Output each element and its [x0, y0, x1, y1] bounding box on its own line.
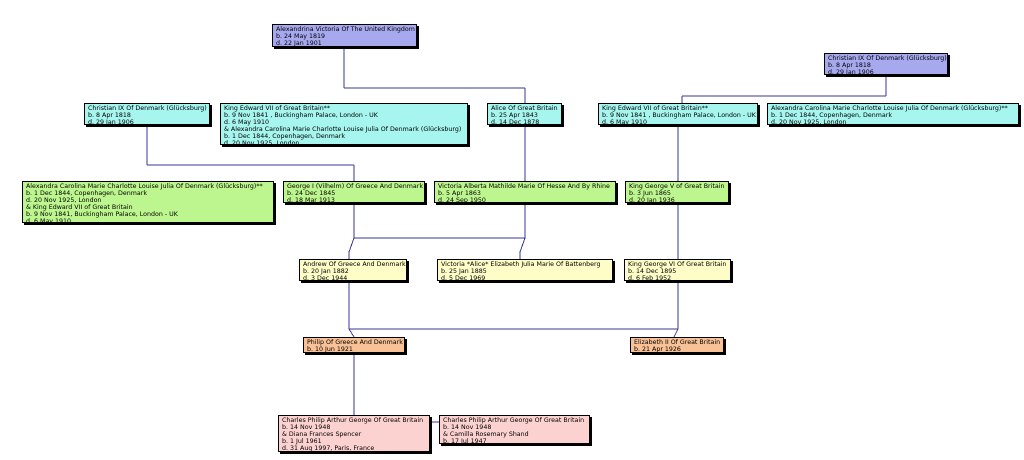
- person-card-christian-ix-top[interactable]: Christian IX Of Denmark (Glücksburg)b. 8…: [824, 53, 948, 75]
- person-name: Andrew Of Greece And Denmark: [303, 261, 406, 268]
- person-name: King George V of Great Britain: [629, 183, 725, 190]
- person-name: George I (Vilhelm) Of Greece And Denmark: [287, 183, 423, 190]
- person-detail: d. 3 Dec 1944: [303, 275, 348, 281]
- person-card-christian-ix-left[interactable]: Christian IX Of Denmark (Glücksburg)b. 8…: [84, 103, 210, 125]
- person-detail: b. 14 Nov 1948: [282, 424, 331, 431]
- person-detail: b. 8 Apr 1818: [828, 62, 871, 69]
- person-detail: b. 9 Nov 1841 , Buckingham Palace, Londo…: [224, 112, 378, 119]
- person-detail: d. 24 Sep 1950: [438, 197, 486, 203]
- person-name: Alice Of Great Britain: [491, 105, 558, 112]
- person-card-victoria-alice[interactable]: Victoria *Alice* Elizabeth Julia Marie O…: [437, 259, 613, 281]
- person-card-charles-camilla[interactable]: Charles Philip Arthur George Of Great Br…: [439, 415, 590, 444]
- person-detail: & Camilla Rosemary Shand: [443, 431, 529, 438]
- person-detail: d. 31 Aug 1997, Paris, France: [282, 445, 375, 452]
- person-detail: b. 14 Dec 1895: [628, 268, 677, 275]
- person-detail: b. 24 Dec 1845: [287, 190, 336, 197]
- person-detail: & Diana Frances Spencer: [282, 431, 362, 438]
- person-detail: b. 21 Apr 1926: [634, 346, 681, 353]
- connector-line: [348, 237, 355, 253]
- person-card-alexandra-right[interactable]: Alexandra Carolina Marie Charlotte Louis…: [767, 103, 1019, 125]
- person-name: Christian IX Of Denmark (Glücksburg): [828, 55, 947, 62]
- person-name: Charles Philip Arthur George Of Great Br…: [282, 417, 424, 424]
- person-detail: b. 3 Jun 1865: [629, 190, 671, 197]
- person-detail: d. 6 May 1910: [602, 119, 648, 125]
- person-detail: b. 1 Dec 1844, Copenhagen, Denmark: [26, 190, 147, 197]
- person-detail: b. 25 Jan 1885: [441, 268, 487, 275]
- person-detail: b. 10 Jun 1921: [307, 346, 353, 353]
- person-detail: b. 24 May 1819: [276, 33, 326, 40]
- person-detail: b. 8 Apr 1818: [88, 112, 131, 119]
- person-detail: d. 20 Jan 1936: [629, 197, 675, 203]
- person-name: King Edward VII of Great Britain**: [602, 105, 708, 112]
- person-card-edward-vii-family[interactable]: King Edward VII of Great Britain**b. 9 N…: [220, 103, 468, 145]
- connector-line: [673, 328, 679, 338]
- person-detail: b. 1 Dec 1844, Copenhagen, Denmark: [224, 133, 345, 140]
- person-detail: b. 25 Apr 1843: [491, 112, 538, 119]
- person-name: Alexandrina Victoria Of The United Kingd…: [276, 26, 415, 33]
- person-detail: d. 6 May 1910: [26, 218, 72, 223]
- person-detail: b. 17 Jul 1947: [443, 438, 487, 444]
- person-detail: & King Edward VII of Great Britain: [26, 204, 133, 211]
- person-card-edward-vii[interactable]: King Edward VII of Great Britain**b. 9 N…: [598, 103, 758, 125]
- person-detail: d. 20 Nov 1925, London: [224, 140, 300, 145]
- connector-line: [519, 237, 526, 253]
- person-card-george-i[interactable]: George I (Vilhelm) Of Greece And Denmark…: [283, 181, 425, 203]
- person-detail: & Alexandra Carolina Marie Charlotte Lou…: [224, 126, 462, 133]
- person-detail: d. 29 Jan 1906: [88, 119, 134, 125]
- person-name: King George VI Of Great Britain: [628, 261, 727, 268]
- person-card-charles-diana[interactable]: Charles Philip Arthur George Of Great Br…: [278, 415, 430, 452]
- person-name: Philip Of Greece And Denmark: [307, 339, 403, 346]
- person-detail: d. 29 Jan 1906: [828, 69, 874, 75]
- person-detail: d. 20 Nov 1925, London: [771, 119, 847, 125]
- person-card-alexandra-green[interactable]: Alexandra Carolina Marie Charlotte Louis…: [22, 181, 274, 223]
- person-detail: b. 5 Apr 1863: [438, 190, 481, 197]
- person-name: Elizabeth II Of Great Britain: [634, 339, 721, 346]
- person-detail: b. 9 Nov 1841 , Buckingham Palace, Londo…: [602, 112, 756, 119]
- person-name: Victoria Alberta Mathilde Marie Of Hesse…: [438, 183, 610, 190]
- person-detail: b. 14 Nov 1948: [443, 424, 492, 431]
- person-card-victoria-alberta[interactable]: Victoria Alberta Mathilde Marie Of Hesse…: [434, 181, 616, 203]
- person-detail: b. 1 Jul 1961: [282, 438, 322, 445]
- person-name: Alexandra Carolina Marie Charlotte Louis…: [771, 105, 1008, 112]
- person-name: Victoria *Alice* Elizabeth Julia Marie O…: [441, 261, 601, 268]
- person-name: Christian IX Of Denmark (Glücksburg): [88, 105, 207, 112]
- person-detail: d. 6 May 1910: [224, 119, 270, 126]
- connector-line: [348, 328, 355, 338]
- person-detail: b. 1 Dec 1844, Copenhagen, Denmark: [771, 112, 892, 119]
- person-detail: d. 5 Dec 1969: [441, 275, 486, 281]
- person-card-victoria[interactable]: Alexandrina Victoria Of The United Kingd…: [272, 24, 417, 47]
- person-detail: d. 20 Nov 1925, London: [26, 197, 102, 204]
- person-detail: d. 22 Jan 1901: [276, 40, 322, 47]
- person-name: Alexandra Carolina Marie Charlotte Louis…: [26, 183, 263, 190]
- person-detail: b. 20 Jan 1882: [303, 268, 349, 275]
- person-name: Charles Philip Arthur George Of Great Br…: [443, 417, 585, 424]
- person-detail: b. 9 Nov 1841, Buckingham Palace, London…: [26, 211, 178, 218]
- person-detail: d. 18 Mar 1913: [287, 197, 335, 203]
- person-name: King Edward VII of Great Britain**: [224, 105, 330, 112]
- person-detail: d. 6 Feb 1952: [628, 275, 672, 281]
- person-detail: d. 14 Dec 1878: [491, 119, 540, 125]
